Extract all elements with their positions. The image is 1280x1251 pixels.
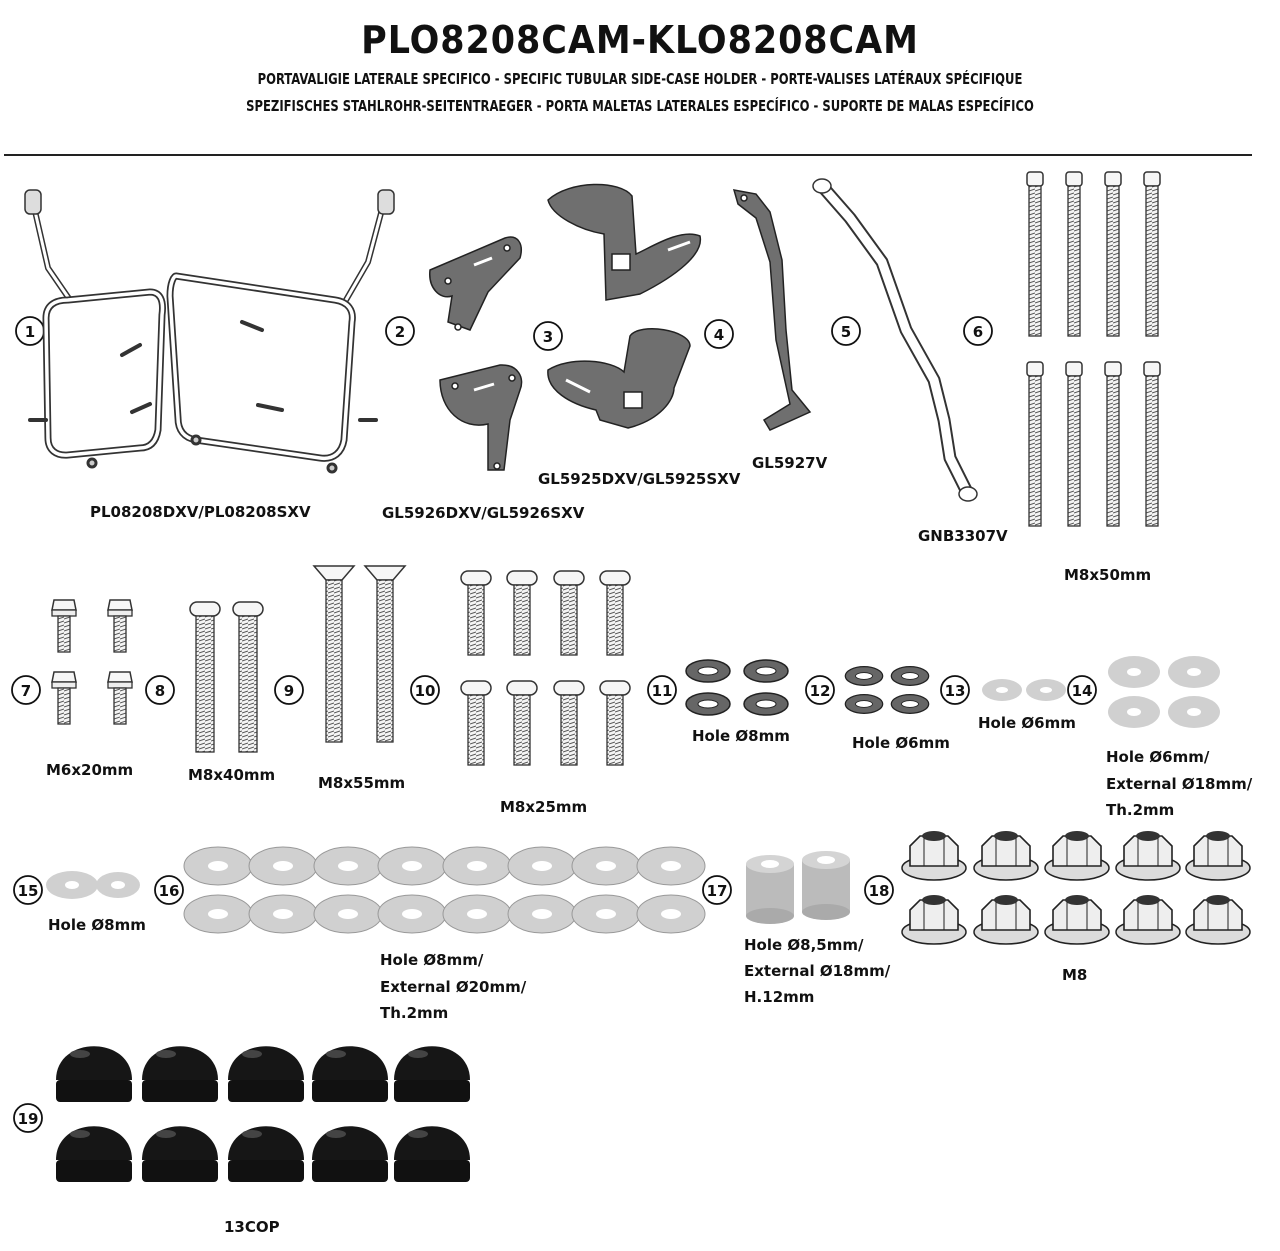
label-washers-14-line3: Th.2mm: [1106, 801, 1174, 819]
svg-text:3: 3: [543, 328, 553, 346]
svg-text:17: 17: [707, 882, 728, 900]
item-number-11: 11: [647, 675, 677, 705]
item-number-10: 10: [410, 675, 440, 705]
spacers-drawing: [746, 851, 850, 924]
bolts-m8x55-drawing: [313, 565, 406, 743]
label-washers-14-line1: Hole Ø6mm/: [1106, 748, 1210, 766]
svg-text:4: 4: [714, 326, 724, 344]
item-number-2: 2: [385, 316, 415, 346]
subtitle-line-2: SPEZIFISCHES STAHLROHR-SEITENTRAEGER - P…: [246, 97, 1034, 115]
svg-text:12: 12: [810, 682, 831, 700]
svg-text:13: 13: [945, 682, 966, 700]
item-number-4: 4: [704, 319, 734, 349]
item-number-18: 18: [864, 875, 894, 905]
svg-text:11: 11: [652, 682, 673, 700]
label-washers-16-line3: Th.2mm: [380, 1004, 448, 1022]
svg-text:19: 19: [18, 1110, 39, 1128]
label-spacers-line1: Hole Ø8,5mm/: [744, 936, 864, 954]
item-number-5: 5: [831, 316, 861, 346]
svg-text:5: 5: [841, 323, 851, 341]
page-title: PLO8208CAM-KLO8208CAM: [361, 18, 919, 62]
washers-15-drawing: [46, 871, 140, 899]
header-divider: [4, 154, 1252, 156]
caps-drawing: [56, 1046, 470, 1182]
lock-washers-6-drawing: [844, 666, 930, 714]
item-number-15: 15: [13, 875, 43, 905]
mounting-plates-drawing: [429, 183, 702, 471]
nuts-m8-drawing: [901, 830, 1251, 945]
label-nuts: M8: [1062, 966, 1087, 984]
washers-16-drawing: [183, 846, 706, 934]
svg-text:2: 2: [395, 323, 405, 341]
bolts-m6x20-drawing: [51, 599, 133, 725]
label-bolts-m8x25: M8x25mm: [500, 798, 587, 816]
label-bolts-m8x40: M8x40mm: [188, 766, 275, 784]
item-number-6: 6: [963, 316, 993, 346]
item-number-17: 17: [702, 875, 732, 905]
washers-14-drawing: [1108, 656, 1220, 728]
item-number-16: 16: [154, 875, 184, 905]
svg-text:18: 18: [869, 882, 890, 900]
item-number-9: 9: [274, 675, 304, 705]
label-spacers-line3: H.12mm: [744, 988, 814, 1006]
svg-text:8: 8: [155, 682, 165, 700]
svg-text:16: 16: [159, 882, 180, 900]
item-number-7: 7: [11, 675, 41, 705]
label-washers-14-line2: External Ø18mm/: [1106, 775, 1253, 793]
washers-6-drawing: [982, 679, 1066, 701]
label-plates-small: GL5926DXV/GL5926SXV: [382, 504, 585, 522]
svg-text:10: 10: [415, 682, 436, 700]
item-number-14: 14: [1067, 675, 1097, 705]
label-bolts-m8x55: M8x55mm: [318, 774, 405, 792]
label-plates-large: GL5925DXV/GL5925SXV: [538, 470, 741, 488]
bolts-m8x40-drawing: [189, 601, 264, 753]
bolts-m8x50-drawing: [1026, 171, 1161, 527]
label-lock-washers-6: Hole Ø6mm: [852, 734, 950, 752]
label-washers-16-line1: Hole Ø8mm/: [380, 951, 484, 969]
svg-text:9: 9: [284, 682, 294, 700]
label-bar: GNB3307V: [918, 527, 1008, 545]
item-number-8: 8: [145, 675, 175, 705]
connecting-bar-drawing: [812, 178, 978, 502]
svg-text:1: 1: [25, 323, 35, 341]
label-bolts-m8x50: M8x50mm: [1064, 566, 1151, 584]
svg-text:15: 15: [18, 882, 39, 900]
item-number-1: 1: [15, 316, 45, 346]
label-washers-15: Hole Ø8mm: [48, 916, 146, 934]
item-number-19: 19: [13, 1103, 43, 1133]
label-spacers-line2: External Ø18mm/: [744, 962, 891, 980]
label-bolts-m6x20: M6x20mm: [46, 761, 133, 779]
label-bracket: GL5927V: [752, 454, 828, 472]
svg-text:7: 7: [21, 682, 31, 700]
lock-washers-8-drawing: [685, 659, 789, 716]
svg-text:6: 6: [973, 323, 983, 341]
bolts-m8x25-drawing: [460, 570, 631, 766]
bracket-drawing: [732, 189, 812, 431]
subtitle-line-1: PORTAVALIGIE LATERALE SPECIFICO - SPECIF…: [257, 70, 1023, 88]
item-number-13: 13: [940, 675, 970, 705]
side-frames-drawing: [24, 189, 395, 474]
item-number-12: 12: [805, 675, 835, 705]
label-frames: PL08208DXV/PL08208SXV: [90, 503, 311, 521]
label-lock-washers-8: Hole Ø8mm: [692, 727, 790, 745]
svg-text:14: 14: [1072, 682, 1093, 700]
item-number-3: 3: [533, 321, 563, 351]
label-caps: 13COP: [224, 1218, 280, 1236]
label-washers-6: Hole Ø6mm: [978, 714, 1076, 732]
label-washers-16-line2: External Ø20mm/: [380, 978, 527, 996]
